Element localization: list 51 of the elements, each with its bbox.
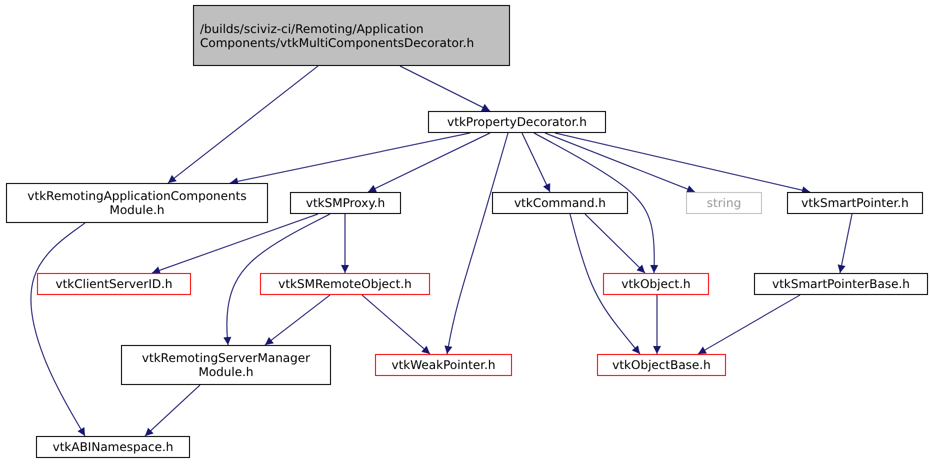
file-name: vtkABINamespace.h: [52, 440, 174, 454]
file-name: vtkObject.h: [621, 277, 691, 291]
include-file-box: [787, 192, 923, 214]
arrow: [838, 214, 852, 274]
arrow: [230, 132, 470, 186]
arrow: [544, 132, 696, 193]
arrow: [152, 214, 318, 274]
file-name: string: [706, 196, 742, 210]
arrow: [653, 294, 661, 354]
arrow: [554, 132, 810, 194]
file-name: vtkSMProxy.h: [306, 196, 386, 210]
file-name: vtkWeakPointer.h: [391, 358, 496, 372]
include-file-box: [492, 192, 628, 214]
arrow: [698, 294, 800, 354]
file-name: vtkRemotingServerManager Module.h: [140, 351, 312, 379]
file-name: vtkCommand.h: [514, 196, 606, 210]
include-file-box: [290, 192, 401, 214]
include-file-box: [597, 354, 726, 376]
arrow: [30, 222, 86, 436]
arrow: [168, 66, 318, 184]
arrow: [144, 384, 200, 436]
include-file-box: [686, 192, 762, 214]
arrow: [223, 214, 330, 346]
arrow: [444, 132, 508, 354]
include-file-box: [754, 273, 928, 295]
include-file-box: [428, 111, 606, 133]
arrow: [584, 214, 646, 274]
file-name: vtkSmartPointerBase.h: [772, 277, 910, 291]
include-file-box: [603, 273, 709, 295]
include-file-box: [375, 354, 512, 376]
arrow: [362, 294, 430, 354]
file-name: vtkPropertyDecorator.h: [447, 115, 587, 129]
include-file-box: [36, 436, 190, 458]
arrow: [264, 294, 330, 346]
include-file-box: [121, 345, 331, 385]
include-file-box: [6, 183, 268, 223]
arrow: [570, 214, 640, 354]
file-name: vtkClientServerID.h: [55, 277, 173, 291]
include-file-box: [260, 273, 430, 295]
include-file-box: [37, 273, 191, 295]
file-name: vtkRemotingApplicationComponents Module.h: [26, 189, 248, 217]
arrow: [534, 132, 658, 274]
file-name: vtkSMRemoteObject.h: [278, 277, 412, 291]
file-name: /builds/sciviz-ci/Remoting/Application Components/vtkMultiComponentsDecorator.h: [200, 22, 476, 50]
arrow: [368, 132, 490, 192]
file-box: [193, 5, 510, 66]
file-name: vtkObjectBase.h: [612, 358, 711, 372]
arrow: [341, 214, 349, 274]
arrow: [400, 66, 490, 112]
file-name: vtkSmartPointer.h: [801, 196, 909, 210]
arrow: [522, 132, 550, 192]
